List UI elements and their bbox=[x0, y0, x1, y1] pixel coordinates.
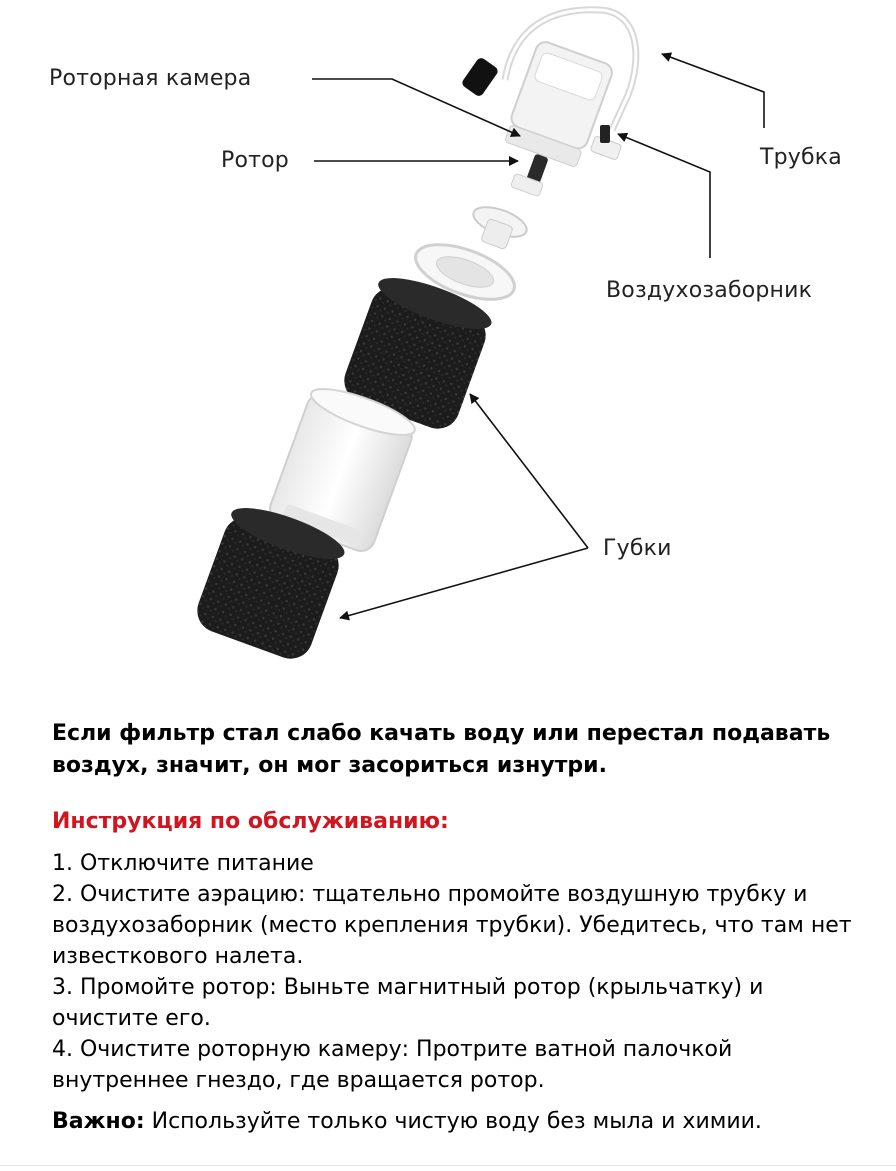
intro-text: Если фильтр стал слабо качать воду или п… bbox=[52, 721, 831, 778]
instructions-heading: Инструкция по обслуживанию: bbox=[52, 809, 449, 834]
steps-list: 1. Отключите питание 2. Очистите аэрацию… bbox=[52, 848, 872, 1096]
air-intake-pointer bbox=[617, 132, 711, 258]
instructions-block: Если фильтр стал слабо качать воду или п… bbox=[52, 718, 872, 1138]
step-item: 4. Очистите роторную камеру: Протрите ва… bbox=[52, 1037, 733, 1093]
sponges-pointer-bottom bbox=[339, 547, 589, 621]
step-item: 2. Очистите аэрацию: тщательно промойте … bbox=[52, 882, 852, 969]
warning-label: Важно: bbox=[52, 1109, 145, 1134]
step-item: 3. Промойте ротор: Выньте магнитный рото… bbox=[52, 975, 764, 1031]
sponges-pointer-top bbox=[469, 393, 589, 549]
bottom-sponge bbox=[197, 508, 345, 659]
step-item: 1. Отключите питание bbox=[52, 851, 314, 876]
air-intake-part bbox=[472, 206, 528, 250]
rotor-part bbox=[510, 154, 548, 197]
air-intake-label: Воздухозаборник bbox=[606, 278, 813, 303]
filter-exploded-view bbox=[197, 6, 765, 659]
sponges-label: Губки bbox=[603, 536, 672, 561]
filter-diagram: Роторная камера Ротор Трубка Воздухозабо… bbox=[49, 6, 842, 659]
tube-label: Трубка bbox=[760, 145, 842, 170]
warning-body: Используйте только чистую воду без мыла … bbox=[144, 1109, 762, 1134]
sealing-ring bbox=[414, 243, 516, 301]
bottom-divider bbox=[0, 1165, 896, 1166]
tube-pointer bbox=[661, 52, 765, 128]
pump-head bbox=[505, 41, 613, 167]
rotor-chamber-label: Роторная камера bbox=[49, 66, 252, 91]
top-sponge bbox=[344, 278, 492, 429]
rotor-chamber-pointer bbox=[312, 78, 521, 137]
rotor-label: Ротор bbox=[221, 148, 289, 173]
power-plug bbox=[462, 58, 498, 96]
warning-text: Важно: Используйте только чистую воду бе… bbox=[52, 1106, 872, 1138]
